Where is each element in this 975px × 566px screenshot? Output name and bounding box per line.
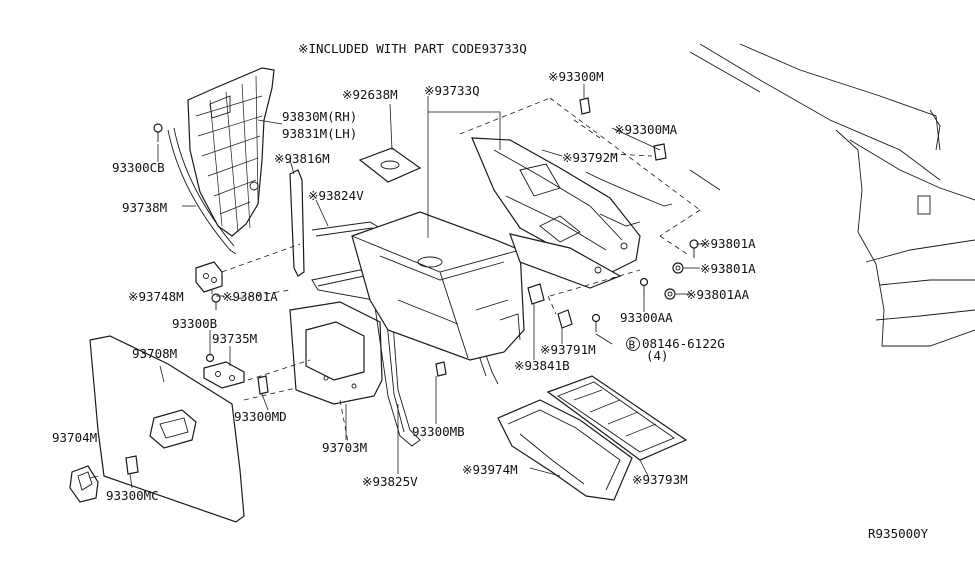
divider-panel-93703m — [289, 301, 383, 405]
screw-93801a-right-1 — [689, 239, 699, 258]
label-93801a-left: ※93801A — [222, 289, 278, 304]
latch-93735m — [203, 361, 245, 389]
weatherstrip-93738m — [167, 129, 237, 255]
screw-93801a-right-2 — [672, 262, 684, 274]
included-note: ※INCLUDED WITH PART CODE93733Q — [298, 41, 527, 56]
label-93793m: ※93793M — [632, 472, 688, 487]
storage-tub-93733q — [351, 211, 525, 361]
label-93791m: ※93791M — [540, 342, 596, 357]
screw-93801aa — [664, 288, 676, 300]
bolt-symbol-badge: B — [626, 337, 640, 352]
label-93300aa: 93300AA — [620, 310, 673, 325]
clip-93300mc — [125, 455, 139, 475]
side-trim-panel — [187, 67, 275, 237]
label-93703m: 93703M — [322, 440, 367, 455]
label-93825v: ※93825V — [362, 474, 418, 489]
tray-93974m — [497, 399, 633, 501]
label-93748m: ※93748M — [128, 289, 184, 304]
bolt-08146 — [591, 313, 601, 332]
leader-lines — [89, 84, 706, 489]
label-93974m: ※93974M — [462, 462, 518, 477]
part-93791m — [557, 309, 573, 329]
label-93300ma: ※93300MA — [614, 122, 678, 137]
label-93704m: 93704M — [52, 430, 97, 445]
clip-93300mb — [435, 361, 447, 377]
diagram-code: R935000Y — [868, 526, 929, 541]
label-93300md: 93300MD — [234, 409, 287, 424]
clip-93300ma — [653, 143, 667, 161]
clip-93300cb — [153, 123, 163, 142]
label-93830m: 93830M(RH) — [282, 109, 357, 124]
part-93841b — [527, 283, 545, 305]
clip-93300aa — [639, 277, 649, 296]
label-93792m: ※93792M — [562, 150, 618, 165]
strip-93816m — [289, 169, 305, 277]
handle-93704m — [69, 465, 99, 503]
label-08146-6122g: 08146-6122G — [642, 336, 725, 351]
label-93824v: ※93824V — [308, 188, 364, 203]
label-93738m: 93738M — [122, 200, 167, 215]
label-93708m: 93708M — [132, 346, 177, 361]
label-93735m: 93735M — [212, 331, 257, 346]
label-93300mc: 93300MC — [106, 488, 159, 503]
frame-assembly — [471, 137, 673, 289]
label-93801a-right-2: ※93801A — [700, 261, 756, 276]
label-93733q: ※93733Q — [424, 83, 480, 98]
label-92638m: ※92638M — [342, 87, 398, 102]
label-93841b: ※93841B — [514, 358, 570, 373]
vehicle-body-outline — [689, 43, 975, 347]
label-93831m: 93831M(LH) — [282, 126, 357, 141]
label-93816m: ※93816M — [274, 151, 330, 166]
label-93300mb: 93300MB — [412, 424, 465, 439]
dashed-reference-lines — [221, 97, 701, 443]
clip-93300b — [205, 353, 215, 363]
label-93300b: 93300B — [172, 316, 217, 331]
mat-93793m — [546, 375, 688, 461]
label-93300m: ※93300M — [548, 69, 604, 84]
label-93801aa: ※93801AA — [686, 287, 750, 302]
label-08146-qty: (4) — [646, 348, 669, 363]
plate-92638m — [358, 147, 422, 183]
label-93300cb: 93300CB — [112, 160, 165, 175]
bracket-93748m — [195, 261, 223, 293]
label-93801a-right-1: ※93801A — [700, 236, 756, 251]
clip-93300md — [257, 375, 269, 395]
clip-93300m — [579, 97, 591, 115]
lid-board-93708m — [89, 335, 245, 523]
bolt-symbol: B — [629, 339, 636, 352]
